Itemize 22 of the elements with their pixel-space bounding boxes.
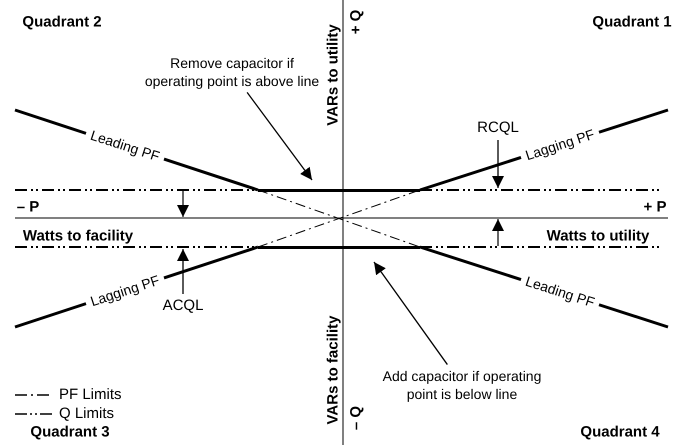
axis-sign: + P: [644, 198, 666, 216]
limit-label: RCQL: [473, 119, 523, 137]
leader-arrow: [373, 262, 448, 365]
quadrant-label: Quadrant 3: [30, 424, 110, 440]
legend-text: Q Limits: [59, 405, 114, 422]
legend-text: PF Limits: [59, 386, 122, 403]
line-label: Lagging PF: [523, 126, 597, 164]
quadrant-label: Quadrant 4: [580, 424, 660, 440]
leader-arrow: [492, 140, 504, 188]
quadrant-label: Quadrant 1: [592, 14, 672, 30]
axis-sign: + Q: [348, 10, 364, 34]
axis-label: VARs to facility: [324, 316, 342, 424]
leader-arrow: [177, 249, 189, 294]
axis-label: VARs to utility: [324, 24, 342, 126]
annotation-text: Add capacitor if operating point is below line: [372, 367, 552, 403]
axis-label: Watts to utility: [546, 228, 650, 244]
axis-label: Watts to facility: [22, 228, 134, 244]
quadrant-label: Quadrant 2: [22, 14, 102, 30]
axis-sign: – P: [16, 198, 40, 216]
leader-arrow: [246, 92, 313, 180]
axis-sign: – Q: [348, 406, 364, 430]
annotation-text: Remove capacitor if operating point is above line: [140, 54, 324, 90]
